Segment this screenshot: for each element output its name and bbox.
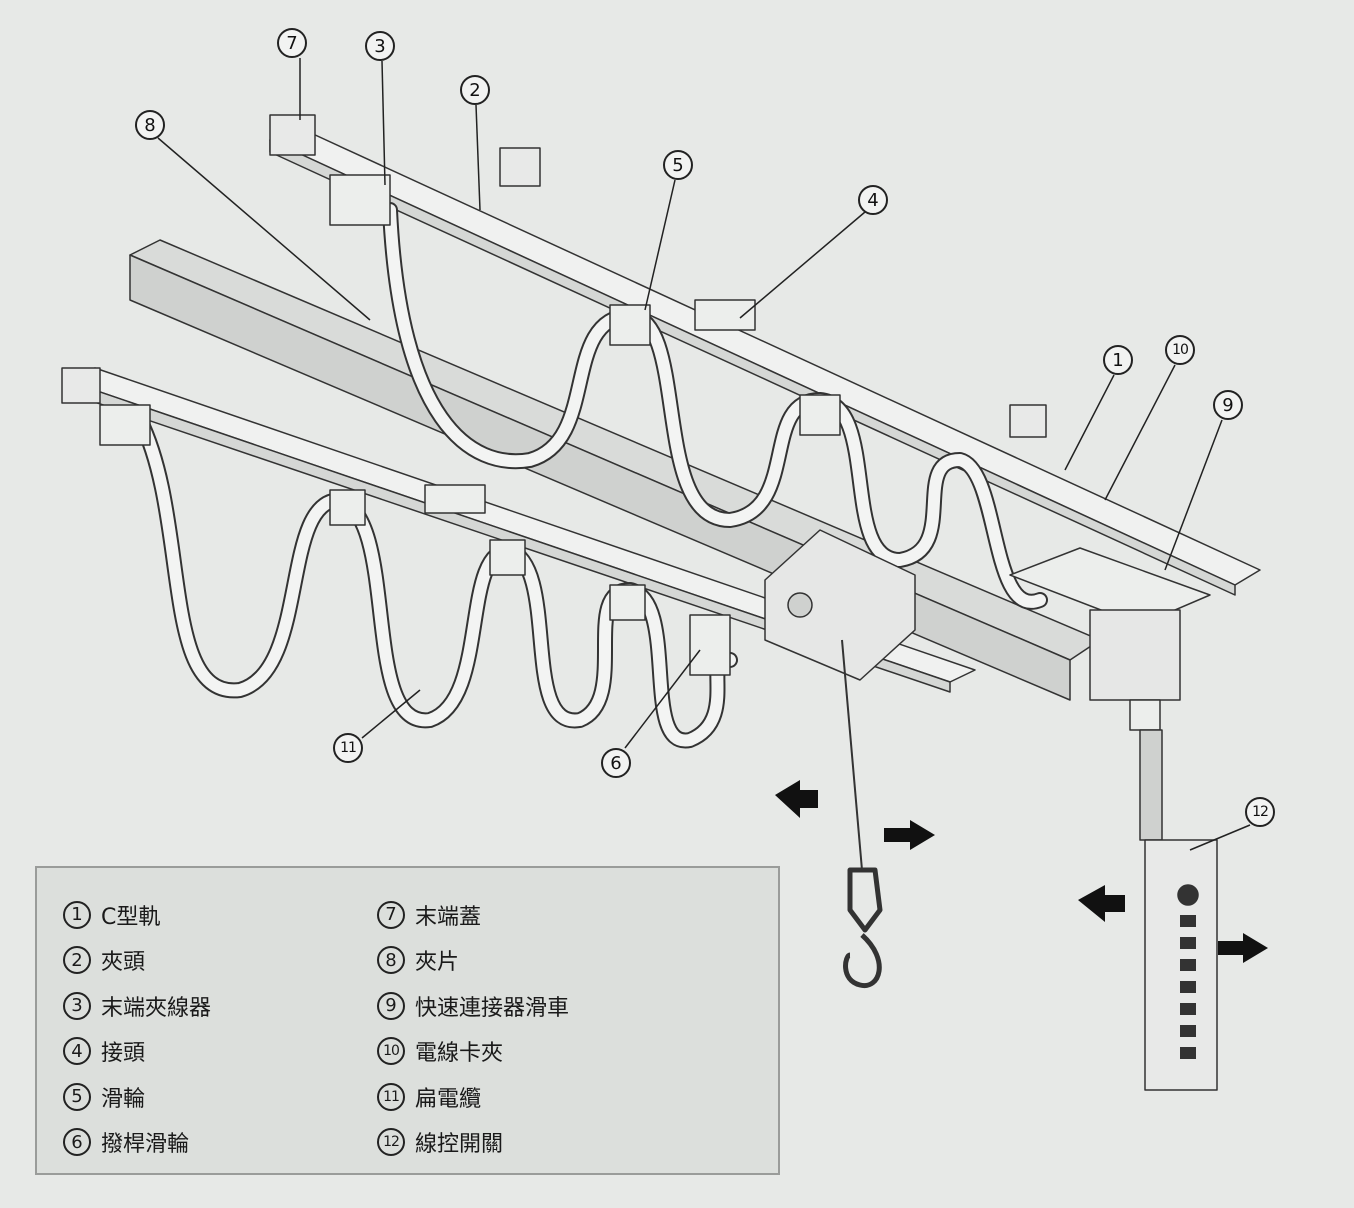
end-cap: [269, 114, 316, 156]
legend-number: 3: [63, 991, 91, 1020]
pendant-cable: [1139, 729, 1163, 841]
hoist-wire: [841, 639, 863, 871]
callout-7: 7: [277, 28, 307, 58]
callout-2: 2: [460, 75, 490, 105]
legend-item: 6 撥桿滑輪: [63, 1120, 211, 1166]
legend-item: 12 線控開關: [377, 1120, 569, 1166]
legend-label: 接頭: [101, 1041, 146, 1067]
legend-number: 11: [377, 1082, 405, 1111]
callout-12: 12: [1245, 797, 1275, 827]
legend-number: 2: [63, 946, 91, 975]
legend-label: 滑輪: [101, 1086, 146, 1112]
junction-box: [1089, 609, 1181, 701]
trolley: [489, 539, 526, 576]
legend-number: 12: [377, 1128, 405, 1157]
end-clamp: [99, 404, 151, 446]
legend-item: 1 C型軌: [63, 892, 211, 938]
callout-11: 11: [333, 733, 363, 763]
callout-5: 5: [663, 150, 693, 180]
callout-10: 10: [1165, 335, 1195, 365]
legend-number: 8: [377, 946, 405, 975]
legend-label: 扁電纜: [415, 1086, 482, 1112]
movement-arrows: [775, 780, 1268, 963]
trolley: [609, 584, 646, 621]
pendant-gland: [1129, 699, 1161, 731]
arrow-left-icon: [1078, 885, 1125, 922]
flat-cable-fill: [134, 204, 1046, 747]
legend-column-left: 1 C型軌 2 夾頭 3 末端夾線器 4 接頭 5 滑輪 6 撥桿滑輪: [63, 892, 211, 1165]
legend-item: 11 扁電纜: [377, 1074, 569, 1120]
legend-number: 7: [377, 900, 405, 929]
trolley: [799, 394, 841, 436]
legend-label: C型軌: [101, 904, 161, 930]
legend-item: 8 夾片: [377, 938, 569, 984]
rail-bracket: [1009, 404, 1047, 438]
quick-connector-trolley: [1009, 547, 1211, 626]
legend-label: 撥桿滑輪: [101, 1132, 190, 1158]
legend-number: 6: [63, 1128, 91, 1157]
legend-label: 線控開關: [415, 1132, 504, 1158]
legend-label: 末端夾線器: [101, 995, 212, 1021]
rail-bracket: [499, 147, 541, 187]
trolley: [329, 489, 366, 526]
arrow-right-icon: [1218, 933, 1268, 963]
pendant-buttons: [1180, 915, 1196, 1059]
legend-number: 10: [377, 1037, 405, 1066]
legend-number: 5: [63, 1082, 91, 1111]
legend-label: 夾片: [415, 950, 460, 976]
callout-6: 6: [601, 748, 631, 778]
towing-trolley: [689, 614, 731, 676]
legend-number: 9: [377, 991, 405, 1020]
legend-item: 7 末端蓋: [377, 892, 569, 938]
arrow-left-icon: [775, 780, 818, 818]
legend-label: 末端蓋: [415, 904, 482, 930]
pendant-emergency-button: [1177, 884, 1199, 906]
hook: [843, 867, 883, 988]
legend-item: 5 滑輪: [63, 1074, 211, 1120]
legend-item: 10 電線卡夾: [377, 1029, 569, 1075]
legend-item: 3 末端夾線器: [63, 983, 211, 1029]
joint: [424, 484, 486, 514]
trolley: [609, 304, 651, 346]
legend-label: 夾頭: [101, 950, 146, 976]
joint: [694, 299, 756, 331]
parts-legend: 1 C型軌 2 夾頭 3 末端夾線器 4 接頭 5 滑輪 6 撥桿滑輪 7 末端蓋 8 夾片 9…: [35, 866, 780, 1175]
callout-1: 1: [1103, 345, 1133, 375]
legend-label: 快速連接器滑車: [415, 995, 570, 1021]
end-clamp: [329, 174, 391, 226]
callout-3: 3: [365, 31, 395, 61]
legend-number: 4: [63, 1037, 91, 1066]
legend-item: 9 快速連接器滑車: [377, 983, 569, 1029]
legend-item: 2 夾頭: [63, 938, 211, 984]
callout-4: 4: [858, 185, 888, 215]
hoist-drum: [787, 592, 813, 618]
leader-lines: [157, 58, 1251, 851]
legend-number: 1: [63, 900, 91, 929]
legend-column-right: 7 末端蓋 8 夾片 9 快速連接器滑車 10 電線卡夾 11 扁電纜 12 線控開關: [377, 892, 569, 1165]
hoist: [764, 529, 916, 681]
end-cap: [61, 367, 101, 404]
callout-9: 9: [1213, 390, 1243, 420]
arrow-right-icon: [884, 820, 935, 850]
legend-label: 電線卡夾: [415, 1041, 504, 1067]
callout-8: 8: [135, 110, 165, 140]
legend-item: 4 接頭: [63, 1029, 211, 1075]
